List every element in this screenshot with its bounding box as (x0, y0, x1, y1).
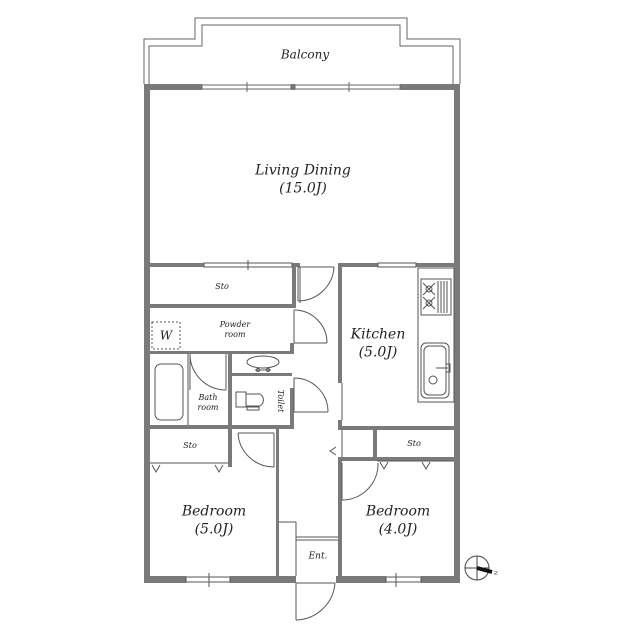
bath-room-name: Bath (198, 393, 218, 402)
outer-walls (144, 84, 460, 583)
storage-right-label: Sto (407, 439, 421, 448)
details (150, 260, 455, 621)
bedroom-right-name: Bedroom (365, 503, 431, 520)
interior-walls (150, 263, 454, 579)
storage-top-label: Sto (215, 282, 229, 291)
washer-label: W (159, 328, 173, 343)
compass-north-label: N (492, 570, 499, 576)
bedroom-left-label: Bedroom (5.0J) (182, 504, 246, 539)
powder-room-name: Powder (219, 320, 251, 329)
living-dining-size: (15.0J) (279, 180, 327, 196)
kitchen-label: Kitchen (5.0J) (351, 327, 406, 362)
kitchen-name: Kitchen (350, 326, 406, 343)
balcony (143, 17, 461, 84)
bedroom-left-name: Bedroom (181, 503, 247, 520)
living-dining-label: Living Dining (15.0J) (255, 163, 351, 198)
bedroom-right-size: (4.0J) (378, 521, 418, 537)
bath-room-name-2: room (197, 403, 219, 412)
powder-room-label: Powder room (220, 320, 250, 340)
compass-icon (464, 555, 493, 581)
toilet-label: Toilet (276, 389, 285, 413)
bath-room-label: Bath room (197, 393, 218, 413)
powder-room-name-2: room (224, 330, 246, 339)
balcony-label: Balcony (280, 47, 330, 62)
bedroom-right-label: Bedroom (4.0J) (366, 504, 430, 539)
bedroom-left-size: (5.0J) (194, 521, 234, 537)
entrance-label: Ent. (308, 551, 328, 562)
storage-left-label: Sto (183, 441, 197, 450)
living-dining-name: Living Dining (255, 162, 351, 179)
kitchen-size: (5.0J) (358, 344, 398, 360)
balcony-window (201, 82, 401, 92)
